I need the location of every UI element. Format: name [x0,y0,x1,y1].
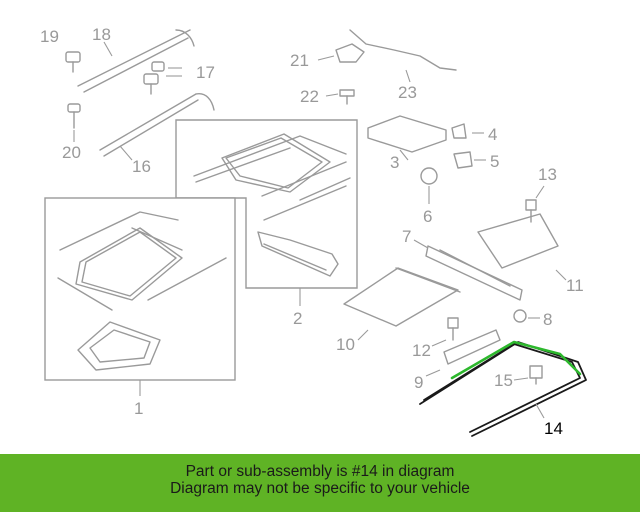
callout-14: 14 [544,419,563,438]
callout-12: 12 [412,341,431,360]
callout-23: 23 [398,83,417,102]
callout-19: 19 [40,27,59,46]
callout-3: 3 [390,153,399,172]
banner-line-2: Diagram may not be specific to your vehi… [170,480,470,497]
rail-parts [77,29,215,157]
callout-9: 9 [414,373,423,392]
parts-diagram: 1 2 3 4 5 6 7 8 9 10 11 12 13 14 15 16 1… [40,25,587,438]
info-banner: Part or sub-assembly is #14 in diagram D… [0,454,640,512]
callout-11: 11 [566,276,584,295]
leader-lines [73,41,567,419]
callout-10: 10 [336,335,355,354]
callout-1: 1 [134,399,143,418]
callout-4: 4 [488,125,497,144]
callout-13: 13 [538,165,557,184]
callout-6: 6 [423,207,432,226]
hardware-parts [65,29,559,385]
part-14-highlighted [419,340,587,437]
assembly-box-1 [44,197,236,381]
callout-20: 20 [62,143,81,162]
callout-22: 22 [300,87,319,106]
callout-17: 17 [196,63,215,82]
callout-8: 8 [543,310,552,329]
callout-21: 21 [290,51,309,70]
callout-15: 15 [494,371,513,390]
callout-labels: 1 2 3 4 5 6 7 8 9 10 11 12 13 14 15 16 1… [40,25,584,438]
callout-2: 2 [293,309,302,328]
callout-5: 5 [490,152,499,171]
callout-18: 18 [92,25,111,44]
banner-line-1: Part or sub-assembly is #14 in diagram [185,463,455,480]
callout-16: 16 [132,157,151,176]
callout-7: 7 [402,227,411,246]
